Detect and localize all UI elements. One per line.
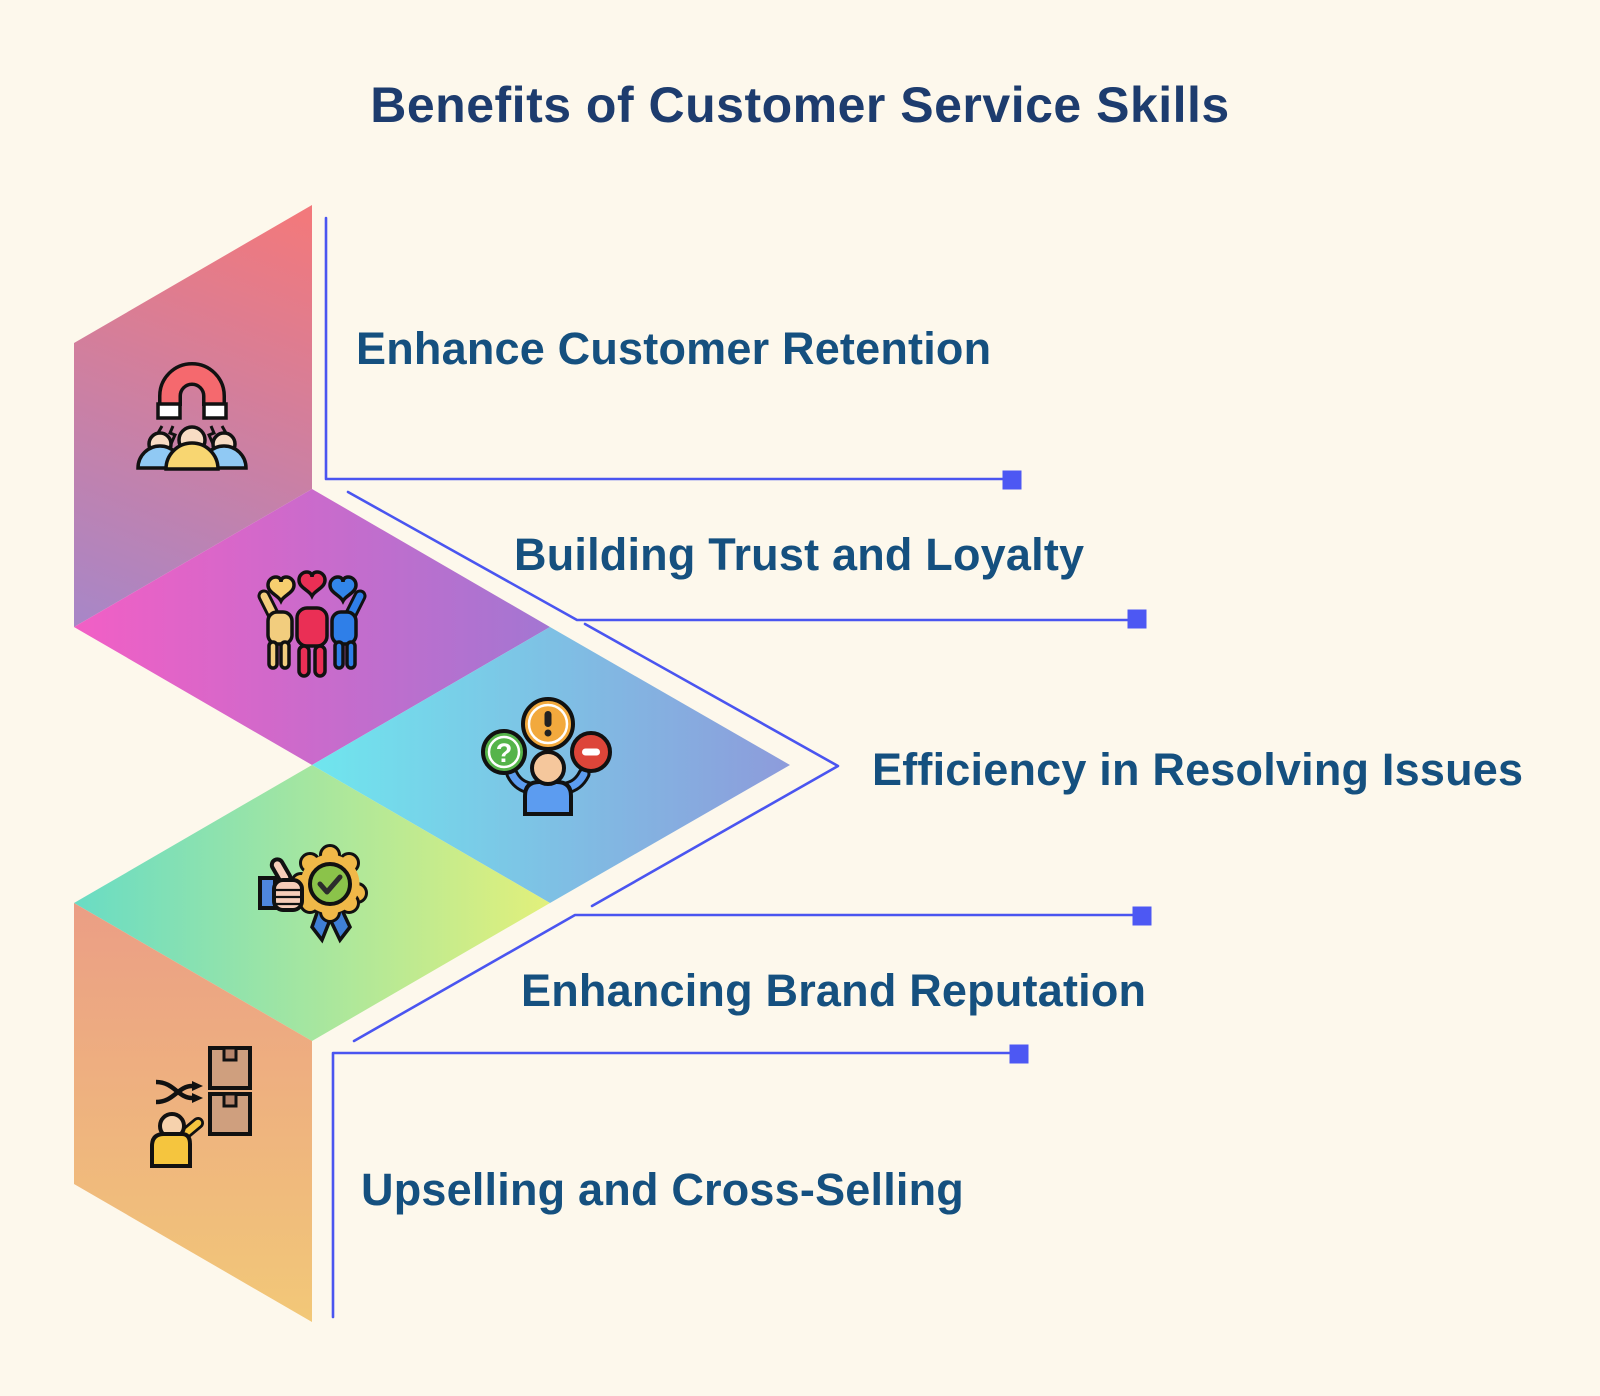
endpoint-square-4 [1009, 1044, 1029, 1064]
endpoint-square-3 [1132, 906, 1152, 926]
benefit-label-1: Enhance Customer Retention [356, 323, 992, 374]
benefit-label-2: Building Trust and Loyalty [514, 529, 1085, 580]
panel-shape-1 [74, 205, 312, 627]
award-badge-thumbs-up-icon [258, 844, 368, 944]
benefit-label-4: Enhancing Brand Reputation [521, 965, 1147, 1016]
cross-sell-boxes-icon [150, 1046, 252, 1168]
endpoint-square-2 [1127, 609, 1147, 629]
connector-5-line [331, 1051, 1012, 1319]
benefit-label-3: Efficiency in Resolving Issues [872, 744, 1524, 795]
connector-1-line [324, 216, 1005, 481]
connector-endpoint-squares [1002, 470, 1152, 1064]
connector-2-line [346, 490, 1130, 622]
page-title: Benefits of Customer Service Skills [370, 77, 1230, 133]
issue-resolution-icon: ? [481, 697, 612, 816]
endpoint-square-1 [1002, 470, 1022, 490]
svg-text:?: ? [496, 738, 513, 768]
panel-shape-5 [74, 903, 312, 1322]
connector-lines [324, 216, 1135, 1319]
connector-3-chevron [583, 622, 840, 908]
customer-magnet-icon [136, 362, 248, 471]
team-hearts-icon [257, 570, 367, 678]
connector-4-line [352, 913, 1135, 1043]
benefit-label-5: Upselling and Cross-Selling [361, 1164, 964, 1215]
